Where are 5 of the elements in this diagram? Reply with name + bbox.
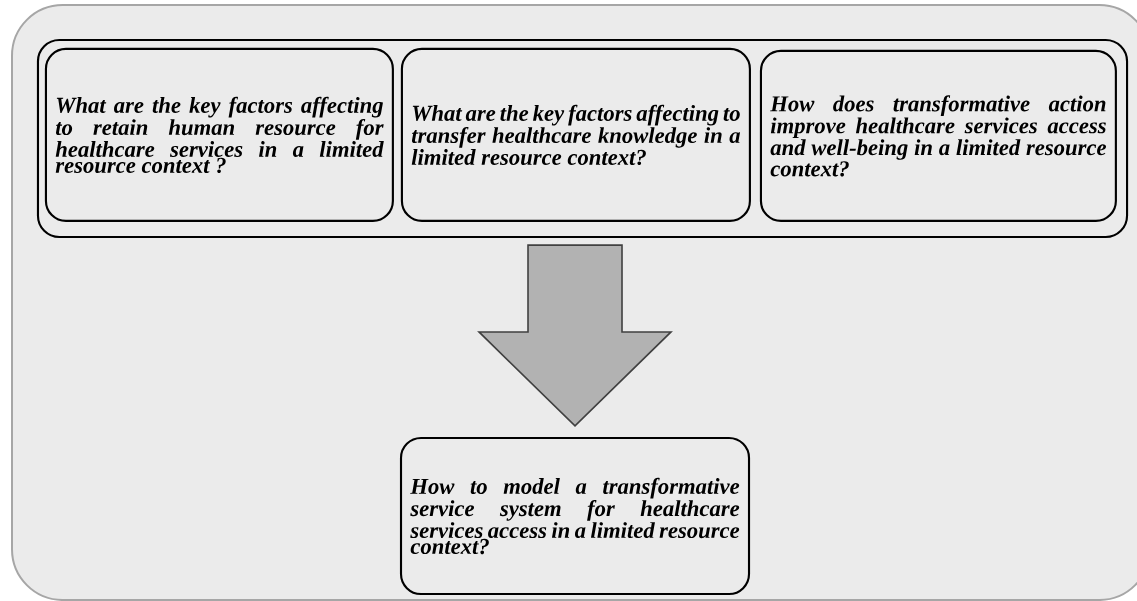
question-box: What are the key factors affecting to transfer healthcare knowledge in a limited resource context? [400,47,751,222]
question-box: How to model a transformative service system for healthcare services access in a limited resource context? [399,436,751,596]
question-box: What are the key factors affecting to retain human resource for healthcare services in a limited resource context ? [44,47,394,222]
block-arrow [477,244,673,428]
question-box: How does transformative action improve healthcare services access and well-being in a limited resource context? [759,49,1117,222]
